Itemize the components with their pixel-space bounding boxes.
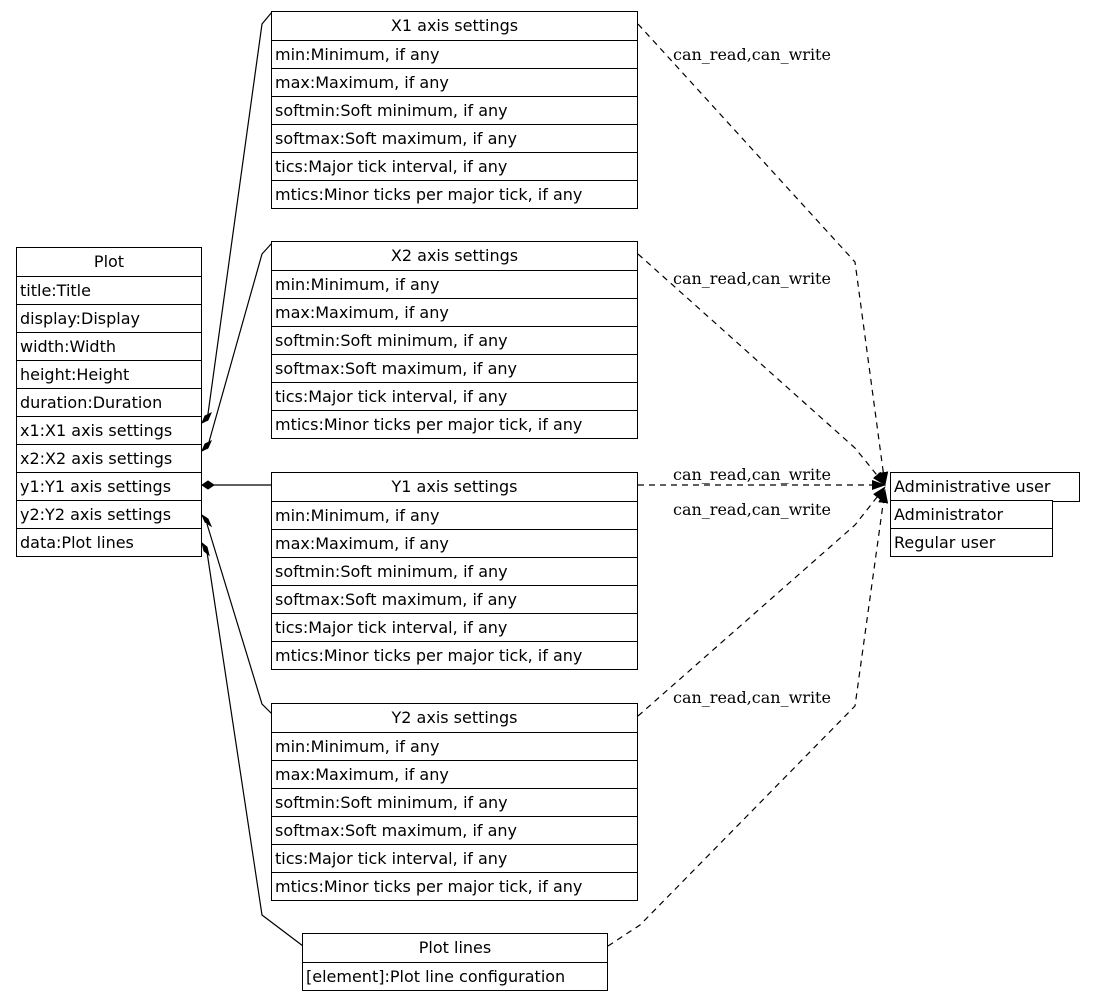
plot-field: title:Title	[17, 276, 201, 304]
edge-y2-admin	[637, 486, 886, 717]
plot-field: duration:Duration	[17, 388, 201, 416]
edge-label-y1: can_read,can_write	[673, 465, 831, 484]
edge-plot-y2	[206, 523, 273, 715]
edge-x2-admin	[637, 253, 886, 486]
admin-user-node: Administrative user	[890, 472, 1080, 502]
y1-axis-field: max:Maximum, if any	[272, 529, 637, 557]
admin-role: Regular user	[891, 528, 1052, 556]
y2-axis-node: Y2 axis settings min:Minimum, if any max…	[271, 703, 638, 901]
y2-axis-field: mtics:Minor ticks per major tick, if any	[272, 872, 637, 900]
plot-node-title: Plot	[93, 252, 125, 271]
diamond-x1	[201, 411, 212, 425]
x2-axis-field: min:Minimum, if any	[272, 270, 637, 298]
y2-axis-field: tics:Major tick interval, if any	[272, 844, 637, 872]
plot-field: width:Width	[17, 332, 201, 360]
admin-user-title: Administrative user	[894, 477, 1051, 496]
diamond-plotlines	[201, 541, 210, 557]
plot-lines-node: Plot lines [element]:Plot line configura…	[302, 933, 608, 991]
edge-label-x2: can_read,can_write	[673, 269, 831, 288]
y1-axis-field: tics:Major tick interval, if any	[272, 613, 637, 641]
x1-axis-field: tics:Major tick interval, if any	[272, 152, 637, 180]
y2-axis-field: max:Maximum, if any	[272, 760, 637, 788]
y2-axis-field: min:Minimum, if any	[272, 732, 637, 760]
y1-axis-field: softmax:Soft maximum, if any	[272, 585, 637, 613]
admin-role: Administrator	[891, 500, 1052, 528]
y2-axis-field: softmin:Soft minimum, if any	[272, 788, 637, 816]
x2-axis-field: softmin:Soft minimum, if any	[272, 326, 637, 354]
diamond-x2	[201, 439, 212, 453]
edge-plot-x2	[206, 242, 273, 450]
x1-axis-field: softmax:Soft maximum, if any	[272, 124, 637, 152]
edge-label-y2: can_read,can_write	[673, 500, 831, 519]
x2-axis-field: softmax:Soft maximum, if any	[272, 354, 637, 382]
x2-axis-node: X2 axis settings min:Minimum, if any max…	[271, 241, 638, 439]
x2-axis-field: max:Maximum, if any	[272, 298, 637, 326]
x2-axis-field: mtics:Minor ticks per major tick, if any	[272, 410, 637, 438]
plot-field: height:Height	[17, 360, 201, 388]
y1-axis-field: min:Minimum, if any	[272, 501, 637, 529]
edge-plotlines-admin	[607, 489, 889, 947]
plot-field: display:Display	[17, 304, 201, 332]
x2-axis-field: tics:Major tick interval, if any	[272, 382, 637, 410]
edge-label-plotlines: can_read,can_write	[673, 688, 831, 707]
y2-axis-title: Y2 axis settings	[391, 708, 518, 727]
x1-axis-field: mtics:Minor ticks per major tick, if any	[272, 180, 637, 208]
diamond-y2	[200, 513, 213, 528]
y1-axis-field: mtics:Minor ticks per major tick, if any	[272, 641, 637, 669]
y2-axis-field: softmax:Soft maximum, if any	[272, 816, 637, 844]
edge-label-x1: can_read,can_write	[673, 45, 831, 64]
edge-plot-plotlines	[206, 551, 304, 947]
y1-axis-field: softmin:Soft minimum, if any	[272, 557, 637, 585]
x1-axis-field: softmin:Soft minimum, if any	[272, 96, 637, 124]
edge-x1-admin	[637, 23, 889, 486]
plot-field: data:Plot lines	[17, 528, 201, 556]
y1-axis-title: Y1 axis settings	[391, 477, 518, 496]
plot-node: Plot title:Title display:Display width:W…	[16, 247, 202, 557]
plot-field: y2:Y2 axis settings	[17, 500, 201, 528]
plot-field: x2:X2 axis settings	[17, 444, 201, 472]
x1-axis-node: X1 axis settings min:Minimum, if any max…	[271, 11, 638, 209]
plot-field: y1:Y1 axis settings	[17, 472, 201, 500]
plot-field: x1:X1 axis settings	[17, 416, 201, 444]
edge-plot-x1	[206, 11, 273, 422]
plot-lines-title: Plot lines	[418, 938, 492, 957]
x1-axis-field: max:Maximum, if any	[272, 68, 637, 96]
x1-axis-field: min:Minimum, if any	[272, 40, 637, 68]
diamond-y1	[201, 480, 215, 490]
plot-lines-field: [element]:Plot line configuration	[303, 962, 607, 990]
admin-roles-node: Administrator Regular user	[890, 500, 1053, 557]
y1-axis-node: Y1 axis settings min:Minimum, if any max…	[271, 472, 638, 670]
x2-axis-title: X2 axis settings	[390, 246, 519, 265]
x1-axis-title: X1 axis settings	[390, 16, 519, 35]
